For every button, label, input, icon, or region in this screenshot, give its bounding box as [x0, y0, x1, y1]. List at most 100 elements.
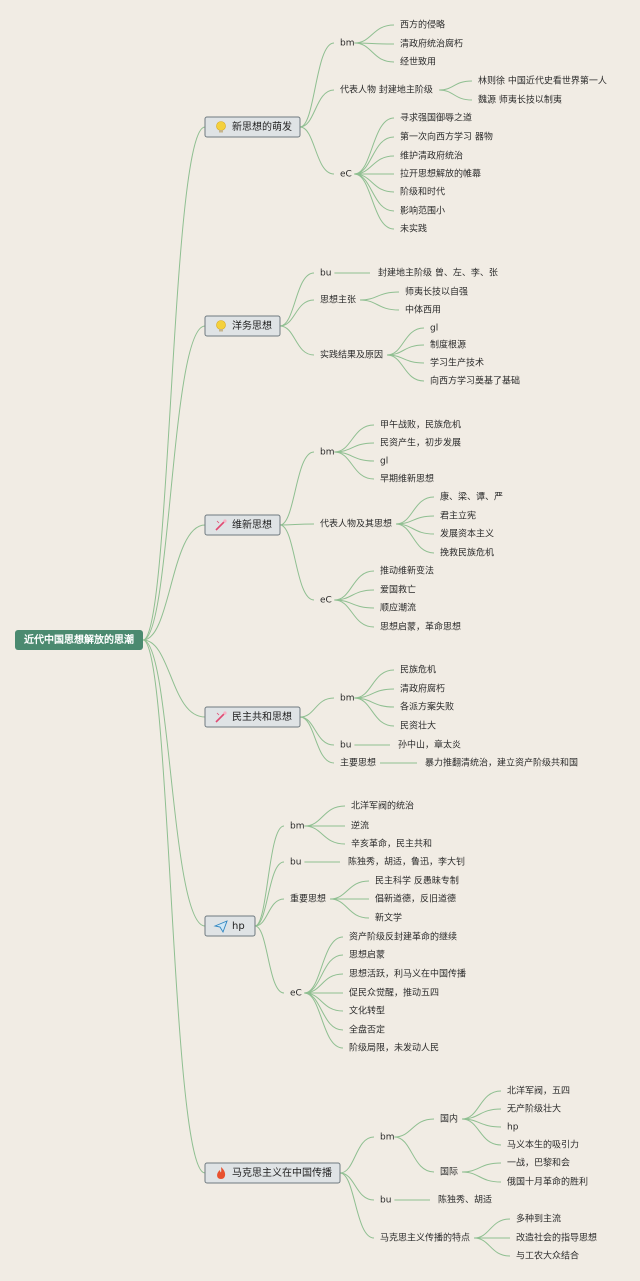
- leaf-item[interactable]: 倡新道德，反旧道德: [375, 893, 456, 905]
- group-label[interactable]: bu: [340, 741, 351, 751]
- group-label[interactable]: bm: [380, 1133, 394, 1143]
- group-label[interactable]: 实践结果及原因: [320, 349, 383, 361]
- root-label: 近代中国思想解放的思潮: [24, 633, 134, 646]
- branch-line: [142, 524, 206, 641]
- leaf-item[interactable]: 促民众觉醒，推动五四: [349, 987, 439, 999]
- leaf-item[interactable]: 改造社会的指导思想: [516, 1232, 597, 1244]
- leaf-item[interactable]: 逆流: [351, 820, 369, 832]
- group-label[interactable]: eC: [320, 596, 332, 606]
- leaf-item[interactable]: 马义本生的吸引力: [507, 1139, 579, 1151]
- group-label[interactable]: 马克思主义传播的特点: [380, 1232, 470, 1244]
- leaf-item[interactable]: 各派方案失败: [400, 701, 454, 713]
- leaf-item[interactable]: hp: [507, 1123, 519, 1133]
- leaf-item[interactable]: 挽救民族危机: [440, 547, 494, 559]
- leaf-item[interactable]: 资产阶级反封建革命的继续: [349, 931, 457, 943]
- group-label[interactable]: eC: [340, 170, 352, 180]
- leaf-item[interactable]: 林则徐 中国近代史看世界第一人: [478, 75, 607, 87]
- topic-node-3[interactable]: [204, 514, 281, 536]
- leaf-item[interactable]: 顺应潮流: [380, 602, 416, 614]
- leaf-item[interactable]: 发展资本主义: [440, 528, 494, 540]
- group-label[interactable]: bm: [320, 448, 334, 458]
- leaf-item[interactable]: 多种到主流: [516, 1213, 561, 1225]
- group-label[interactable]: 思想主张: [320, 294, 356, 306]
- leaf-item[interactable]: gl: [430, 324, 438, 334]
- leaf-line: [334, 599, 375, 628]
- leaf-item[interactable]: 拉开思想解放的帷幕: [400, 168, 481, 180]
- leaf-item[interactable]: 早期维新思想: [380, 473, 434, 485]
- topic-label: 维新思想: [232, 518, 272, 531]
- leaf-item[interactable]: 孙中山，章太炎: [398, 739, 461, 751]
- leaf-item[interactable]: 文化转型: [349, 1005, 385, 1017]
- leaf-item[interactable]: 陈独秀，胡适，鲁迅，李大钊: [348, 856, 465, 868]
- connector-lines: [142, 24, 511, 1257]
- leaf-item[interactable]: 民族危机: [400, 664, 436, 676]
- leaf-item[interactable]: 北洋军阀，五四: [507, 1085, 570, 1097]
- subgroup-label[interactable]: 国内: [440, 1113, 458, 1125]
- leaf-item[interactable]: 北洋军阀的统治: [351, 800, 414, 812]
- leaf-item[interactable]: 思想启蒙，革命思想: [380, 621, 461, 633]
- root-node[interactable]: [15, 630, 143, 650]
- leaf-line: [334, 451, 375, 480]
- leaf-item[interactable]: 新文学: [375, 912, 402, 924]
- group-label[interactable]: bm: [340, 694, 354, 704]
- leaf-item[interactable]: 民主科学 反愚昧专制: [375, 875, 459, 887]
- leaf-item[interactable]: 甲午战败，民族危机: [380, 419, 461, 431]
- topic-node-5[interactable]: [204, 915, 256, 937]
- leaf-line: [473, 1218, 511, 1239]
- leaf-item[interactable]: 阶级和时代: [400, 186, 445, 198]
- leaf-item[interactable]: 俄国十月革命的胜利: [507, 1176, 588, 1188]
- leaf-item[interactable]: 经世致用: [400, 56, 436, 68]
- leaf-item[interactable]: 暴力推翻清统治，建立资产阶级共和国: [425, 757, 578, 769]
- group-label[interactable]: 主要思想: [340, 757, 376, 769]
- leaf-item[interactable]: 阶级局限，未发动人民: [349, 1042, 439, 1054]
- group-label[interactable]: bu: [290, 858, 301, 868]
- group-label[interactable]: 代表人物及其思想: [320, 518, 392, 530]
- leaf-item[interactable]: 清政府腐朽: [400, 683, 445, 695]
- leaf-item[interactable]: gl: [380, 457, 388, 467]
- leaf-item[interactable]: 君主立宪: [440, 510, 476, 522]
- group-label[interactable]: 代表人物 封建地主阶级: [340, 84, 433, 96]
- leaf-item[interactable]: 向西方学习奠基了基础: [430, 375, 520, 387]
- leaf-item[interactable]: 寻求强国御辱之道: [400, 112, 472, 124]
- group-label[interactable]: bu: [380, 1196, 391, 1206]
- leaf-item[interactable]: 学习生产技术: [430, 357, 484, 369]
- leaf-item[interactable]: 无产阶级壮大: [507, 1103, 561, 1115]
- leaf-item[interactable]: 中体西用: [405, 304, 441, 316]
- leaf-item[interactable]: 全盘否定: [349, 1024, 385, 1036]
- leaf-item[interactable]: 影响范围小: [400, 205, 445, 217]
- group-label[interactable]: bm: [340, 39, 354, 49]
- topic-node-2[interactable]: [204, 315, 281, 337]
- subgroup-label[interactable]: 国际: [440, 1167, 458, 1178]
- subgroup-line: [394, 1118, 435, 1138]
- topic-node-4[interactable]: [204, 706, 301, 728]
- group-label[interactable]: 重要思想: [290, 893, 326, 905]
- leaf-item[interactable]: 辛亥革命，民主共和: [351, 838, 432, 850]
- leaf-item[interactable]: 魏源 师夷长技以制夷: [478, 94, 562, 106]
- leaf-item[interactable]: 未实践: [400, 223, 427, 235]
- topic-node-1[interactable]: [204, 116, 301, 138]
- group-label[interactable]: eC: [290, 989, 302, 999]
- flame-icon: [217, 1167, 226, 1179]
- leaf-item[interactable]: 推动维新变法: [380, 565, 434, 577]
- topic-node-6[interactable]: [204, 1162, 341, 1184]
- leaf-item[interactable]: 制度根源: [430, 339, 466, 351]
- leaf-item[interactable]: 一战，巴黎和会: [507, 1157, 570, 1169]
- magic-wand-icon: [215, 711, 227, 723]
- leaf-item[interactable]: 与工农大众结合: [516, 1250, 579, 1262]
- leaf-item[interactable]: 思想活跃，利马义在中国传播: [349, 968, 466, 980]
- leaf-item[interactable]: 师夷长技以自强: [405, 286, 468, 298]
- leaf-item[interactable]: 民资壮大: [400, 720, 436, 732]
- leaf-item[interactable]: 维护清政府统治: [400, 150, 463, 162]
- leaf-item[interactable]: 陈独秀、胡适: [438, 1194, 492, 1206]
- leaf-item[interactable]: 封建地主阶级 曾、左、李、张: [378, 267, 498, 279]
- leaf-item[interactable]: 民资产生，初步发展: [380, 437, 461, 449]
- leaf-item[interactable]: 思想启蒙: [349, 949, 385, 961]
- leaf-item[interactable]: 爱国救亡: [380, 584, 416, 596]
- leaf-line: [461, 1162, 502, 1173]
- leaf-item[interactable]: 清政府统治腐朽: [400, 38, 463, 50]
- group-label[interactable]: bm: [290, 822, 304, 832]
- leaf-item[interactable]: 西方的侵略: [400, 19, 445, 31]
- leaf-item[interactable]: 第一次向西方学习 器物: [400, 131, 493, 143]
- leaf-item[interactable]: 康、梁、谭、严: [440, 491, 503, 503]
- group-label[interactable]: bu: [320, 269, 331, 279]
